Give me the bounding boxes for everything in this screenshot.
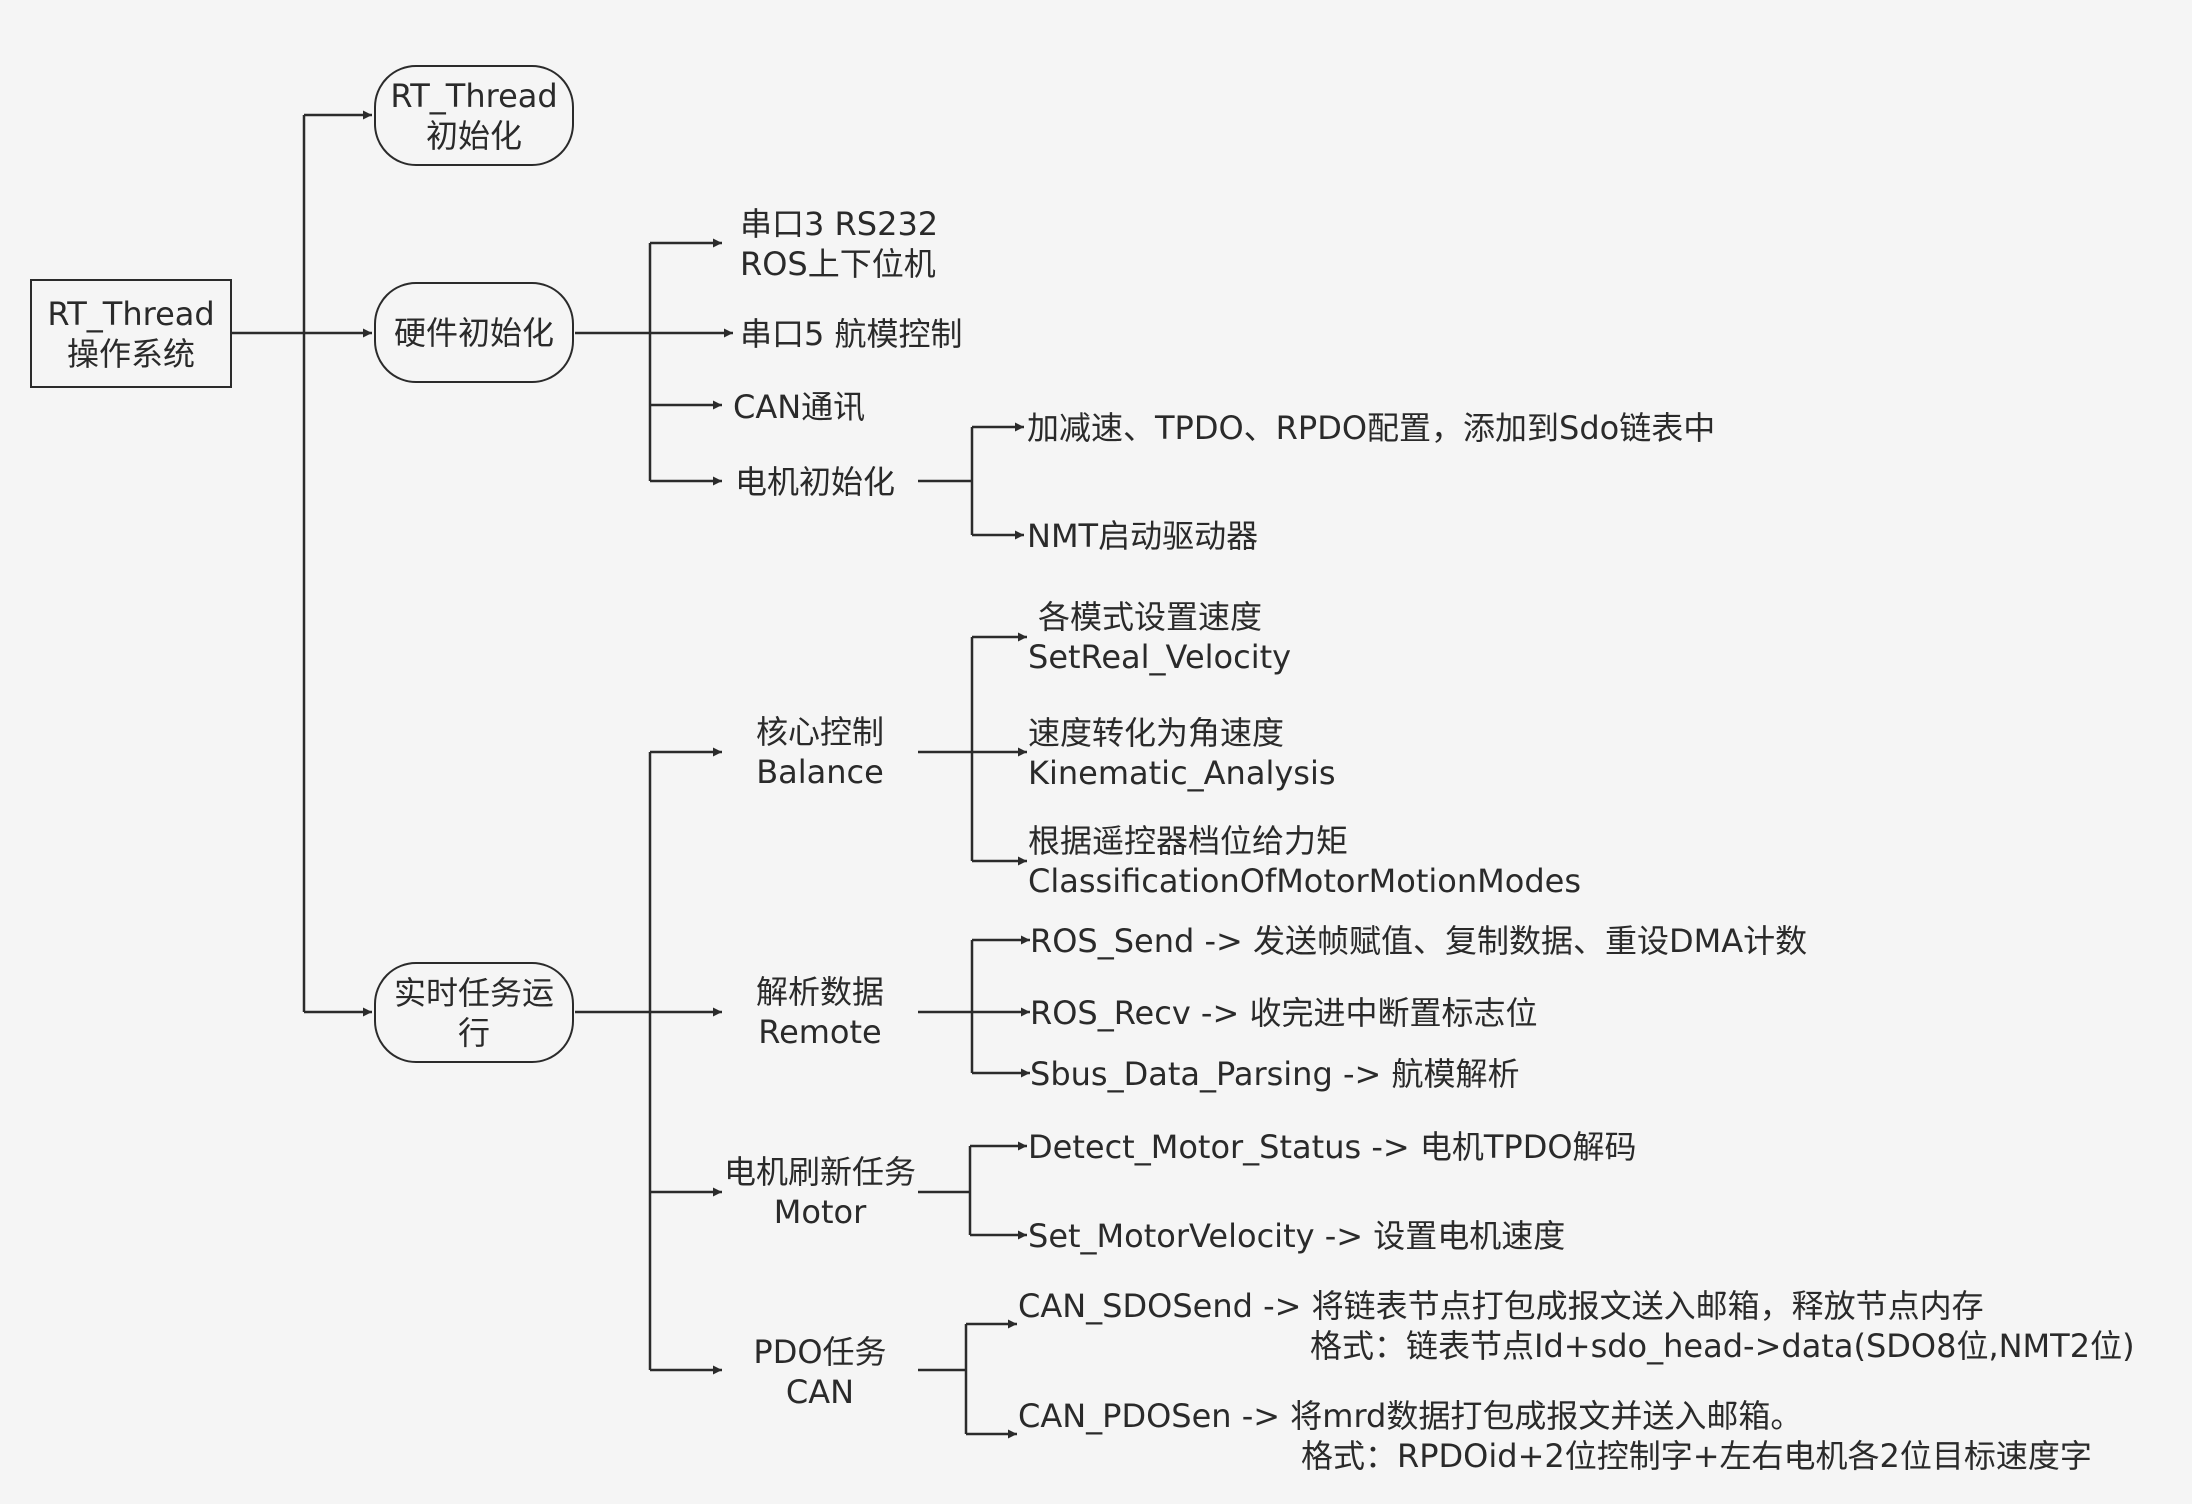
realtime-tasks-line1: 实时任务运 bbox=[393, 973, 554, 1012]
can-item-pdo-send: CAN_PDOSen -> 将mrd数据打包成报文并送入邮箱。 格式：RPDOi… bbox=[1018, 1396, 2092, 1476]
uart5-item: 串口5 航模控制 bbox=[740, 314, 963, 354]
balance-item-set-velocity: 各模式设置速度 SetReal_Velocity bbox=[1028, 597, 1291, 677]
can-task-node: PDO任务 CAN bbox=[725, 1332, 915, 1412]
balance-item-set-velocity-line1: 各模式设置速度 bbox=[1038, 598, 1263, 636]
realtime-tasks-node: 实时任务运 行 bbox=[374, 962, 574, 1063]
rt-thread-init-line2: 初始化 bbox=[425, 116, 522, 155]
balance-task-line1: 核心控制 bbox=[755, 713, 884, 751]
uart3-line1: 串口3 RS232 bbox=[740, 205, 939, 243]
remote-item-ros-recv: ROS_Recv -> 收完进中断置标志位 bbox=[1030, 993, 1537, 1033]
remote-item-ros-recv-label: ROS_Recv -> 收完进中断置标志位 bbox=[1030, 994, 1538, 1032]
hardware-init-label: 硬件初始化 bbox=[393, 313, 554, 352]
motor-item-detect-status-label: Detect_Motor_Status -> 电机TPDO解码 bbox=[1028, 1128, 1637, 1166]
balance-task-line2: Balance bbox=[756, 753, 884, 791]
balance-item-classification-line2: ClassificationOfMotorMotionModes bbox=[1028, 862, 1581, 900]
root-label-line1: RT_Thread bbox=[47, 294, 215, 333]
uart5-label: 串口5 航模控制 bbox=[740, 315, 963, 353]
motor-task-line2: Motor bbox=[773, 1193, 867, 1231]
balance-item-set-velocity-line2: SetReal_Velocity bbox=[1028, 638, 1292, 676]
balance-item-classification: 根据遥控器档位给力矩 ClassificationOfMotorMotionMo… bbox=[1028, 821, 1581, 901]
balance-item-kinematic-line1: 速度转化为角速度 bbox=[1028, 714, 1285, 752]
balance-task-node: 核心控制 Balance bbox=[725, 712, 915, 792]
motor-item-detect-status: Detect_Motor_Status -> 电机TPDO解码 bbox=[1028, 1127, 1637, 1167]
motor-item-set-velocity: Set_MotorVelocity -> 设置电机速度 bbox=[1028, 1216, 1565, 1256]
can-item-pdo-send-line1: CAN_PDOSen -> 将mrd数据打包成报文并送入邮箱。 bbox=[1018, 1397, 1803, 1435]
motor-config-item: 加减速、TPDO、RPDO配置，添加到Sdo链表中 bbox=[1027, 408, 1715, 448]
remote-item-sbus-label: Sbus_Data_Parsing -> 航模解析 bbox=[1030, 1055, 1520, 1093]
motor-task-node: 电机刷新任务 Motor bbox=[712, 1152, 928, 1232]
remote-item-ros-send: ROS_Send -> 发送帧赋值、复制数据、重设DMA计数 bbox=[1030, 921, 1807, 961]
can-item-pdo-send-line2: 格式：RPDOid+2位控制字+左右电机各2位目标速度字 bbox=[1301, 1437, 2092, 1475]
balance-item-classification-line1: 根据遥控器档位给力矩 bbox=[1028, 822, 1349, 860]
can-comm-item: CAN通讯 bbox=[733, 387, 865, 427]
remote-item-ros-send-label: ROS_Send -> 发送帧赋值、复制数据、重设DMA计数 bbox=[1030, 922, 1808, 960]
remote-task-line2: Remote bbox=[758, 1013, 882, 1051]
root-label-line2: 操作系统 bbox=[66, 334, 195, 373]
remote-task-node: 解析数据 Remote bbox=[725, 972, 915, 1052]
motor-init-label: 电机初始化 bbox=[735, 463, 896, 501]
can-task-line1: PDO任务 bbox=[753, 1333, 887, 1371]
balance-item-kinematic: 速度转化为角速度 Kinematic_Analysis bbox=[1028, 713, 1336, 793]
nmt-start-label: NMT启动驱动器 bbox=[1027, 517, 1259, 555]
motor-config-label: 加减速、TPDO、RPDO配置，添加到Sdo链表中 bbox=[1027, 409, 1716, 447]
can-item-sdo-send-line1: CAN_SDOSend -> 将链表节点打包成报文送入邮箱，释放节点内存 bbox=[1018, 1287, 1984, 1325]
can-item-sdo-send: CAN_SDOSend -> 将链表节点打包成报文送入邮箱，释放节点内存 格式：… bbox=[1018, 1286, 2135, 1366]
hardware-init-node: 硬件初始化 bbox=[374, 282, 574, 383]
can-task-line2: CAN bbox=[785, 1373, 855, 1411]
motor-task-line1: 电机刷新任务 bbox=[723, 1153, 916, 1191]
uart3-item: 串口3 RS232 ROS上下位机 bbox=[740, 204, 938, 284]
motor-init-item: 电机初始化 bbox=[735, 462, 895, 502]
remote-item-sbus: Sbus_Data_Parsing -> 航模解析 bbox=[1030, 1054, 1519, 1094]
nmt-start-item: NMT启动驱动器 bbox=[1027, 516, 1258, 556]
balance-item-kinematic-line2: Kinematic_Analysis bbox=[1028, 754, 1336, 792]
remote-task-line1: 解析数据 bbox=[755, 973, 884, 1011]
can-comm-label: CAN通讯 bbox=[733, 388, 866, 426]
uart3-line2: ROS上下位机 bbox=[740, 245, 936, 283]
realtime-tasks-line2: 行 bbox=[457, 1013, 490, 1052]
rt-thread-init-line1: RT_Thread bbox=[390, 76, 558, 115]
root-node: RT_Thread 操作系统 bbox=[30, 279, 232, 388]
can-item-sdo-send-line2: 格式：链表节点Id+sdo_head->data(SDO8位,NMT2位) bbox=[1310, 1327, 2135, 1365]
rt-thread-init-node: RT_Thread 初始化 bbox=[374, 65, 574, 166]
motor-item-set-velocity-label: Set_MotorVelocity -> 设置电机速度 bbox=[1028, 1217, 1566, 1255]
